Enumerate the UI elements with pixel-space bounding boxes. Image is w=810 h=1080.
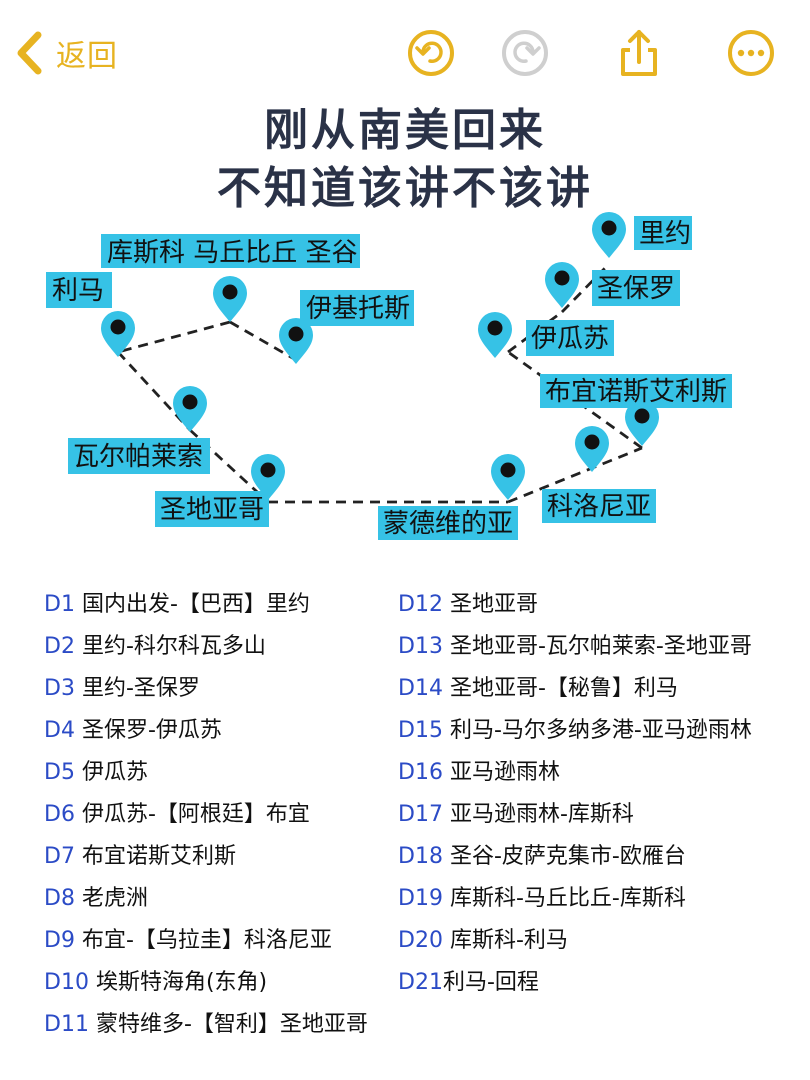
label-iguazu: 伊瓜苏 [531, 324, 609, 354]
share-button[interactable] [614, 28, 664, 78]
label-valparaiso: 瓦尔帕莱索 [73, 442, 203, 472]
label-iquitos: 伊基托斯 [306, 294, 410, 324]
itinerary-item: D8 老虎洲 [44, 886, 148, 911]
title-line-1: 刚从南美回来 [264, 105, 546, 156]
label-santiago: 圣地亚哥 [160, 495, 264, 525]
pin-iguazu [478, 312, 512, 358]
route-map: 库斯科 马丘比丘 圣谷 利马 伊基托斯 瓦尔帕莱索 圣地亚哥 蒙德维的亚 科洛尼… [46, 212, 732, 540]
label-cusco: 库斯科 马丘比丘 圣谷 [107, 238, 358, 268]
itinerary-item: D2 里约-科尔科瓦多山 [44, 634, 266, 659]
location-label-backgrounds [46, 216, 732, 540]
itinerary-item: D5 伊瓜苏 [44, 760, 148, 785]
itinerary-item: D19 库斯科-马丘比丘-库斯科 [398, 886, 686, 911]
pin-montevideo [491, 454, 525, 500]
pin-rio [592, 212, 626, 258]
pin-colonia [575, 426, 609, 472]
itinerary-item: D21利马-回程 [398, 970, 539, 995]
pin-valparaiso [173, 386, 207, 432]
undo-icon [406, 28, 456, 78]
itinerary-item: D16 亚马逊雨林 [398, 760, 560, 785]
itinerary-item: D9 布宜-【乌拉圭】科洛尼亚 [44, 928, 332, 953]
pin-iquitos [279, 318, 313, 364]
title-line-2: 不知道该讲不该讲 [217, 163, 593, 214]
label-montevideo: 蒙德维的亚 [383, 509, 513, 539]
itinerary-item: D18 圣谷-皮萨克集市-欧雁台 [398, 844, 686, 869]
more-icon [726, 28, 776, 78]
itinerary-item: D14 圣地亚哥-【秘鲁】利马 [398, 676, 678, 701]
more-button[interactable] [726, 28, 776, 78]
itinerary-item: D13 圣地亚哥-瓦尔帕莱索-圣地亚哥 [398, 634, 752, 659]
itinerary-item: D11 蒙特维多-【智利】圣地亚哥 [44, 1012, 368, 1037]
redo-button[interactable] [500, 28, 550, 78]
itinerary-item: D3 里约-圣保罗 [44, 676, 200, 701]
itinerary-item: D6 伊瓜苏-【阿根廷】布宜 [44, 802, 310, 827]
undo-button[interactable] [406, 28, 456, 78]
itinerary-item: D4 圣保罗-伊瓜苏 [44, 718, 222, 743]
itinerary-item: D7 布宜诺斯艾利斯 [44, 844, 236, 869]
back-chevron-icon [14, 30, 44, 76]
itinerary-item: D10 埃斯特海角(东角) [44, 970, 268, 995]
route-line [116, 263, 643, 504]
label-colonia: 科洛尼亚 [547, 492, 651, 522]
pin-sao-paulo [545, 262, 579, 308]
label-buenos-aires: 布宜诺斯艾利斯 [545, 377, 727, 407]
back-button[interactable]: 返回 [14, 30, 118, 76]
label-rio: 里约 [639, 219, 691, 249]
label-lima: 利马 [52, 276, 104, 306]
itinerary-item: D20 库斯科-利马 [398, 928, 568, 953]
toolbar: 返回 [0, 0, 810, 110]
label-sao-paulo: 圣保罗 [597, 274, 675, 304]
share-icon [614, 28, 664, 78]
pin-cusco [213, 276, 247, 322]
itinerary-item: D1 国内出发-【巴西】里约 [44, 592, 310, 617]
itinerary-item: D12 圣地亚哥 [398, 592, 538, 617]
itinerary-item: D17 亚马逊雨林-库斯科 [398, 802, 634, 827]
itinerary-item: D15 利马-马尔多纳多港-亚马逊雨林 [398, 718, 752, 743]
back-label: 返回 [56, 39, 118, 74]
redo-icon [500, 28, 550, 78]
